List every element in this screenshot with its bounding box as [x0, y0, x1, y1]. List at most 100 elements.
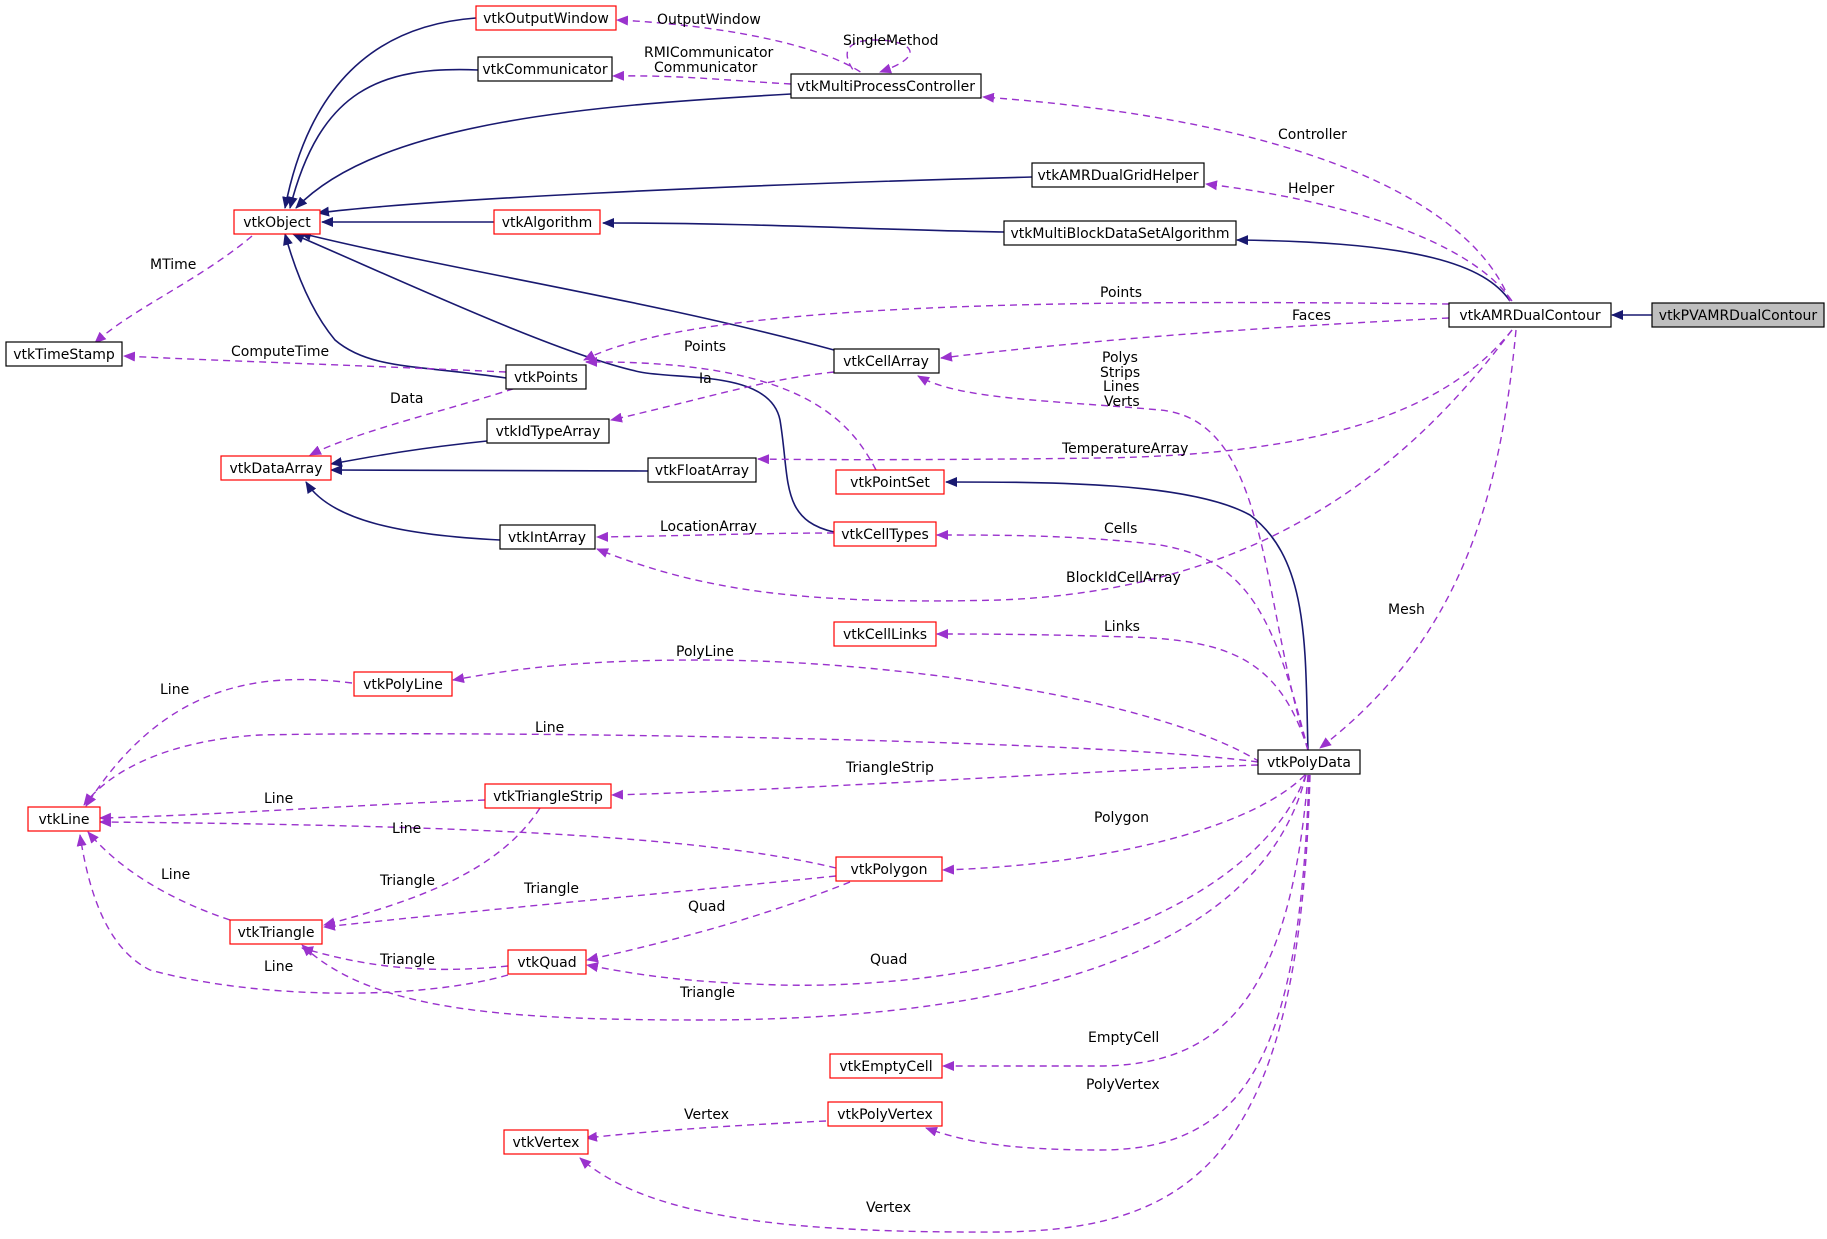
edge-amr-to-multiblock: [1236, 235, 1511, 302]
node-label: vtkAMRDualContour: [1459, 308, 1601, 324]
node-vtkAlgorithm[interactable]: vtkAlgorithm: [493, 209, 601, 235]
edge-polydata-to-triangle: [301, 774, 1307, 1021]
label-single-method: SingleMethod: [843, 33, 939, 49]
label-controller: Controller: [1278, 127, 1347, 143]
node-vtkIntArray[interactable]: vtkIntArray: [499, 524, 596, 550]
node-vtkCellArray[interactable]: vtkCellArray: [833, 348, 940, 374]
node-vtkTriangleStrip[interactable]: vtkTriangleStrip: [484, 783, 612, 809]
node-label: vtkTriangleStrip: [493, 789, 603, 805]
node-label: vtkPolyData: [1267, 755, 1351, 771]
node-vtkPolyData[interactable]: vtkPolyData: [1257, 749, 1361, 775]
node-vtkMultiProcessController[interactable]: vtkMultiProcessController: [790, 73, 982, 99]
node-vtkLine[interactable]: vtkLine: [27, 806, 101, 832]
edge-polydata-to-polygon: [942, 774, 1306, 875]
edge-polyvertex-to-vertex: [585, 1120, 827, 1142]
node-vtkFloatArray[interactable]: vtkFloatArray: [647, 457, 757, 483]
node-vtkCellLinks[interactable]: vtkCellLinks: [833, 621, 937, 647]
node-label: vtkMultiProcessController: [797, 79, 975, 95]
label-output-window: OutputWindow: [657, 12, 761, 28]
node-label: vtkLine: [38, 812, 89, 828]
label-block-id-cell-array: BlockIdCellArray: [1066, 570, 1181, 586]
label-polyline: PolyLine: [676, 644, 734, 660]
node-vtkMultiBlockDataSetAlgorithm[interactable]: vtkMultiBlockDataSetAlgorithm: [1003, 220, 1237, 246]
node-vtkObject[interactable]: vtkObject: [233, 209, 321, 235]
node-vtkAMRDualGridHelper[interactable]: vtkAMRDualGridHelper: [1031, 162, 1205, 188]
edge-quad-to-triangle: [301, 946, 509, 971]
node-label: vtkObject: [243, 215, 311, 231]
edge-object-to-timestamp: [94, 235, 253, 344]
label-points-pointset: Points: [684, 339, 726, 355]
label-ia: Ia: [699, 371, 712, 387]
node-vtkQuad[interactable]: vtkQuad: [507, 949, 587, 975]
node-vtkAMRDualContour[interactable]: vtkAMRDualContour: [1448, 302, 1612, 328]
edge-controller-self: [846, 39, 911, 80]
node-vtkVertex[interactable]: vtkVertex: [503, 1129, 589, 1155]
node-vtkOutputWindow[interactable]: vtkOutputWindow: [475, 5, 617, 31]
edge-amr-to-cellarray: [940, 317, 1450, 362]
label-temperature-array: TemperatureArray: [1061, 441, 1188, 457]
node-vtkPolyVertex[interactable]: vtkPolyVertex: [827, 1101, 943, 1127]
edge-controller-to-object: [295, 93, 792, 209]
edge-polydata-to-emptycell: [942, 774, 1309, 1071]
label-line-strip: Line: [264, 791, 293, 807]
label-compute-time: ComputeTime: [231, 344, 329, 360]
node-label: vtkPolygon: [851, 862, 928, 878]
node-label: vtkIdTypeArray: [496, 424, 601, 440]
node-vtkPVAMRDualContour[interactable]: vtkPVAMRDualContour: [1651, 302, 1825, 328]
edge-polydata-to-polyline: [452, 659, 1261, 763]
label-triangle-polydata: Triangle: [679, 985, 735, 1001]
edge-points-to-object: [283, 233, 507, 379]
node-vtkPolyLine[interactable]: vtkPolyLine: [353, 671, 453, 697]
edge-multiblock-to-algorithm: [602, 218, 1005, 233]
edge-polydata-to-polyvertex: [925, 774, 1310, 1151]
edge-amr-to-intarray: [596, 329, 1513, 602]
label-communicator: Communicator: [654, 60, 758, 76]
node-label: vtkAMRDualGridHelper: [1037, 168, 1198, 184]
label-line-triangle: Line: [161, 867, 190, 883]
node-label: vtkPolyVertex: [837, 1107, 933, 1123]
node-vtkCellTypes[interactable]: vtkCellTypes: [833, 521, 937, 547]
edge-celltypes-to-object: [292, 233, 835, 533]
label-helper: Helper: [1288, 181, 1335, 197]
edge-polydata-to-vertex: [579, 774, 1311, 1233]
node-vtkPointSet[interactable]: vtkPointSet: [835, 469, 945, 495]
node-label: vtkOutputWindow: [483, 11, 609, 27]
label-quad-polygon: Quad: [688, 899, 725, 915]
label-lines: Lines: [1103, 379, 1139, 395]
node-vtkTimeStamp[interactable]: vtkTimeStamp: [5, 341, 123, 367]
node-label: vtkCellTypes: [841, 527, 929, 543]
label-polygon: Polygon: [1094, 810, 1149, 826]
edge-polydata-to-celltypes: [936, 530, 1309, 751]
node-vtkIdTypeArray[interactable]: vtkIdTypeArray: [486, 418, 610, 444]
label-line-polyline: Line: [160, 682, 189, 698]
edge-polygon-to-quad: [586, 881, 851, 963]
label-verts: Verts: [1104, 394, 1140, 410]
edge-amr-to-floatarray: [757, 329, 1513, 465]
edge-trianglestrip-to-line: [99, 799, 486, 823]
node-vtkPolygon[interactable]: vtkPolygon: [835, 856, 943, 882]
edge-polygon-to-line: [99, 817, 837, 869]
edge-celltypes-to-intarray: [596, 531, 835, 542]
edge-points-to-dataarray: [309, 384, 526, 456]
node-vtkPoints[interactable]: vtkPoints: [505, 364, 587, 390]
label-quad-polydata: Quad: [870, 952, 907, 968]
node-vtkEmptyCell[interactable]: vtkEmptyCell: [829, 1053, 943, 1079]
node-label: vtkFloatArray: [655, 463, 749, 479]
edge-polydata-to-line: [83, 733, 1259, 806]
node-vtkCommunicator[interactable]: vtkCommunicator: [477, 56, 613, 82]
node-vtkTriangle[interactable]: vtkTriangle: [229, 919, 323, 945]
label-empty-cell: EmptyCell: [1088, 1030, 1159, 1046]
label-triangle-strip-tri: Triangle: [379, 873, 435, 889]
label-strips: Strips: [1100, 365, 1140, 381]
label-vertex-polyvertex: Vertex: [684, 1107, 729, 1123]
edge-polydata-to-celllinks: [936, 629, 1309, 751]
node-label: vtkIntArray: [508, 530, 586, 546]
edge-intarray-to-dataarray: [305, 481, 501, 541]
node-label: vtkQuad: [517, 955, 576, 971]
nodes: vtkPVAMRDualContour vtkAMRDualContour vt…: [5, 5, 1825, 1155]
node-vtkDataArray[interactable]: vtkDataArray: [220, 455, 332, 481]
label-faces: Faces: [1292, 308, 1331, 324]
edge-controller-to-communicator: [612, 70, 792, 85]
node-label: vtkTriangle: [238, 925, 315, 941]
